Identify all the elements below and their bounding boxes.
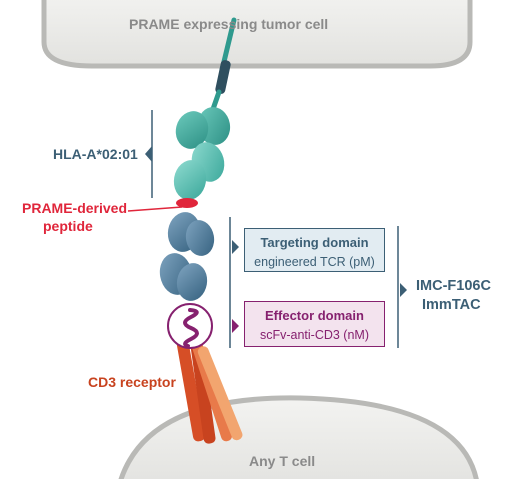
- cd3-bar-1: [175, 332, 206, 442]
- cd3-bar-4: [197, 346, 243, 441]
- peptide-label-line2: peptide: [43, 218, 93, 234]
- hla-bracket-arrow: [145, 146, 152, 162]
- hla-domain-a2: [173, 160, 207, 200]
- cd3-label: CD3 receptor: [88, 374, 176, 390]
- peptide-shape: [176, 198, 198, 208]
- drug-bracket-arrow: [400, 283, 407, 297]
- hla-transmembrane: [215, 60, 231, 94]
- effector-domain-box: Effector domain scFv-anti-CD3 (nM): [244, 301, 385, 347]
- tcr-domain-vb: [185, 220, 215, 256]
- targeting-domain-subtitle: engineered TCR (pM): [254, 255, 375, 269]
- t-cell-label: Any T cell: [249, 453, 316, 469]
- drug-name-line1: IMC-F106C: [416, 278, 491, 294]
- effector-domain-subtitle: scFv-anti-CD3 (nM): [259, 328, 370, 342]
- peptide-label-line1: PRAME-derived: [22, 200, 128, 216]
- targeting-domain-title: Targeting domain: [260, 235, 369, 250]
- targeting-domain-box: Targeting domain engineered TCR (pM): [244, 228, 385, 272]
- cd3-bar-2: [189, 334, 216, 444]
- peptide-leader-line: [127, 206, 183, 212]
- tcr-domain-cb: [176, 263, 208, 301]
- tumor-cell: [41, 0, 473, 69]
- effector-domain-title: Effector domain: [265, 308, 364, 323]
- effector-scfv: [183, 308, 199, 348]
- cd3-bar-3: [192, 341, 233, 442]
- drug-name-line2: ImmTAC: [422, 297, 481, 313]
- targeting-arrow: [232, 240, 239, 254]
- hla-label: HLA-A*02:01: [53, 146, 138, 162]
- tumor-cell-label: PRAME expressing tumor cell: [129, 16, 329, 32]
- effector-arrow: [232, 319, 239, 333]
- hla-domain-b2m: [175, 111, 209, 149]
